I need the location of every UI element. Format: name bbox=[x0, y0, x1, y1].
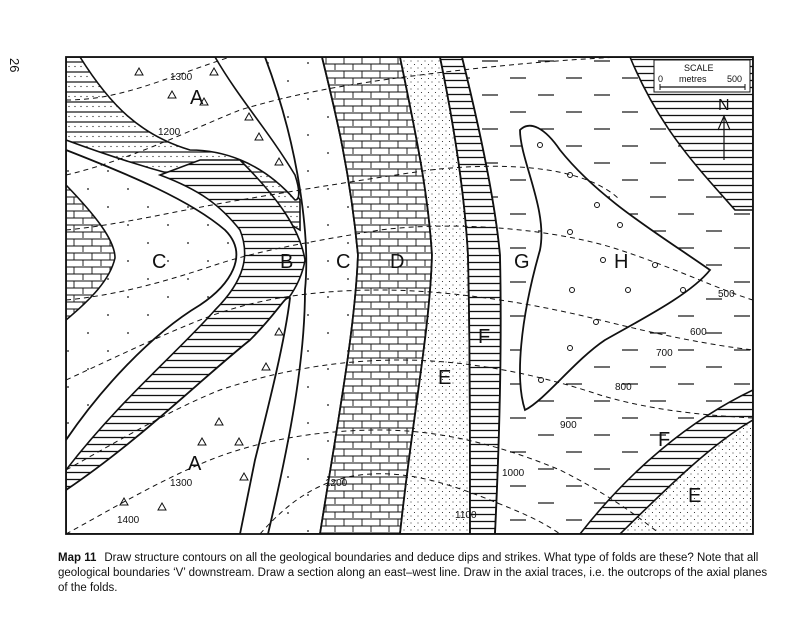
contour-label-1200-mid: 1200 bbox=[325, 478, 348, 489]
contour-label-1000: 1000 bbox=[502, 468, 525, 479]
contour-label-1100: 1100 bbox=[455, 510, 477, 521]
unit-c-left-core bbox=[66, 149, 238, 442]
label-a-bottom: A bbox=[188, 453, 202, 475]
contour-label-900: 900 bbox=[560, 420, 577, 431]
contour-label-1200-top: 1200 bbox=[158, 127, 181, 138]
label-d: D bbox=[390, 251, 404, 273]
unit-h-symbols bbox=[537, 142, 686, 383]
contour-label-800: 800 bbox=[615, 382, 632, 393]
north-arrow: N bbox=[717, 97, 731, 160]
label-g: G bbox=[514, 251, 530, 273]
unit-a-bottom-area bbox=[66, 296, 291, 534]
label-c-left: C bbox=[152, 251, 166, 273]
scale-bar: SCALE 0 metres 500 bbox=[653, 59, 751, 93]
label-e-mid: E bbox=[438, 367, 451, 389]
scale-zero: 0 bbox=[658, 74, 663, 84]
contour-label-700: 700 bbox=[656, 348, 673, 359]
unit-d-left-sliver bbox=[66, 183, 116, 322]
label-b: B bbox=[280, 251, 293, 273]
contour-lines bbox=[66, 57, 753, 534]
map-frame bbox=[65, 56, 754, 535]
contour-label-1300-top: 1300 bbox=[170, 72, 193, 83]
contour-label-1400-bottom: 1400 bbox=[117, 515, 140, 526]
north-label: N bbox=[718, 97, 730, 114]
caption-text: Draw structure contours on all the geolo… bbox=[58, 552, 768, 594]
label-c-mid: C bbox=[336, 251, 350, 273]
label-h: H bbox=[614, 251, 628, 273]
contour-label-600: 600 bbox=[690, 327, 707, 338]
unit-a-symbols bbox=[119, 66, 284, 511]
contour-label-1300-bottom: 1300 bbox=[170, 478, 193, 489]
scale-unit: metres bbox=[679, 74, 707, 84]
unit-a-top-area bbox=[70, 57, 300, 201]
scale-title: SCALE bbox=[684, 63, 714, 73]
north-arrow-head-icon bbox=[717, 114, 731, 131]
contour-label-500: 500 bbox=[718, 289, 735, 300]
scale-max: 500 bbox=[727, 74, 742, 84]
unit-h-inlier bbox=[519, 124, 712, 412]
label-a-top: A bbox=[190, 87, 204, 109]
label-f-mid: F bbox=[478, 326, 490, 348]
unit-b-band bbox=[66, 159, 306, 534]
caption-title: Map 11 bbox=[58, 552, 97, 564]
label-f-right: F bbox=[658, 429, 670, 451]
unit-f-top-right bbox=[600, 57, 753, 211]
label-e-right: E bbox=[688, 485, 701, 507]
